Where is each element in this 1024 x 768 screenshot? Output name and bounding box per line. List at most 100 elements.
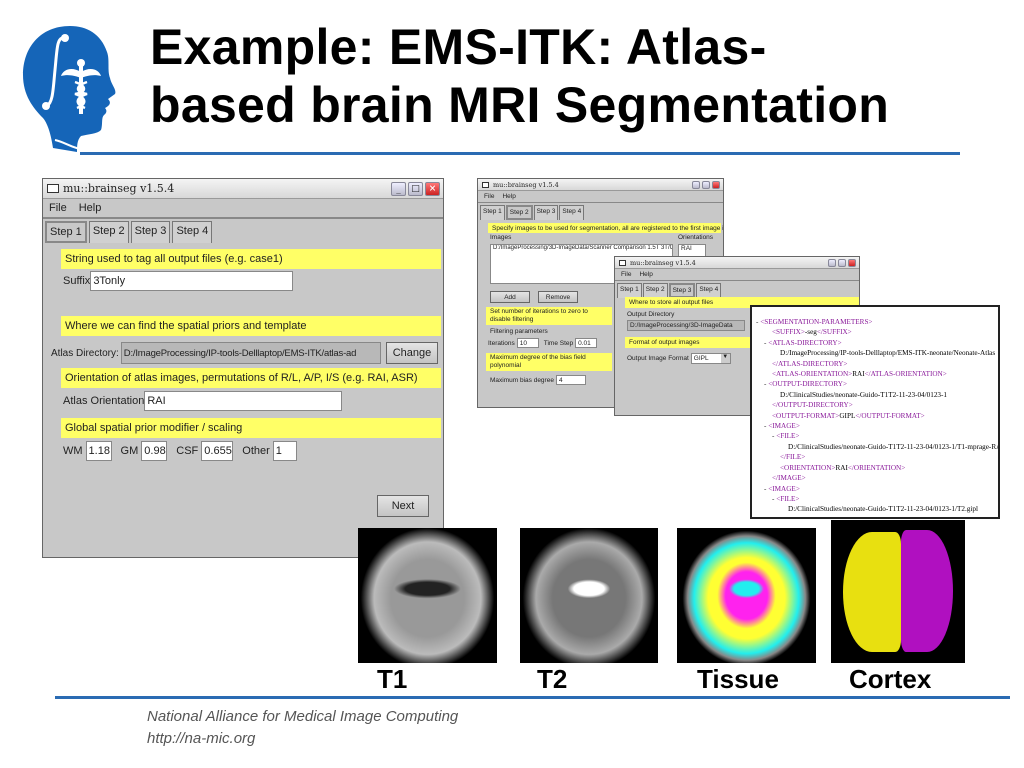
tab-step-1[interactable]: Step 1 xyxy=(480,205,505,220)
tab-step-2[interactable]: Step 2 xyxy=(88,221,129,243)
xml-tag: <IMAGE> xyxy=(768,484,800,493)
collapse-toggle[interactable]: - xyxy=(764,422,769,431)
maximize-button[interactable] xyxy=(838,258,846,267)
step-tabs: Step 1 Step 2 Step 3 Step 4 xyxy=(615,281,859,298)
xml-value: D:/ClinicalStudies/neonate-Guido-T1T2-11… xyxy=(780,390,948,399)
collapse-toggle[interactable]: - xyxy=(756,318,761,326)
collapse-toggle[interactable]: - xyxy=(764,484,769,493)
title-line-2: based brain MRI Segmentation xyxy=(150,77,890,133)
xml-tag: <FILE> xyxy=(776,494,800,503)
slicer-logo-icon xyxy=(15,20,125,155)
xml-tag: </OUTPUT-FORMAT> xyxy=(855,411,925,420)
xml-tag: </ATLAS-ORIENTATION> xyxy=(864,370,947,379)
next-button[interactable]: Next xyxy=(377,495,429,517)
footer-organization: National Alliance for Medical Image Comp… xyxy=(147,708,459,725)
tissue-segmentation-image xyxy=(677,528,816,663)
xml-tag: <ORIENTATION> xyxy=(780,463,836,472)
xml-tag: <ATLAS-DIRECTORY> xyxy=(768,338,842,347)
xml-tag: </FILE> xyxy=(780,516,805,517)
maximize-button[interactable]: □ xyxy=(408,181,423,196)
max-bias-degree-input[interactable]: 4 xyxy=(555,375,586,385)
orientations-label: Orientations xyxy=(678,234,714,241)
suffix-input[interactable]: 3Tonly xyxy=(90,271,294,291)
minimize-button[interactable] xyxy=(692,180,700,189)
time-step-input[interactable]: 0.01 xyxy=(575,338,598,348)
menu-bar: File Help xyxy=(615,269,859,281)
close-button[interactable]: × xyxy=(425,181,440,196)
tab-step-4[interactable]: Step 4 xyxy=(696,283,722,298)
menu-help[interactable]: Help xyxy=(639,271,653,278)
xml-line: </OUTPUT-DIRECTORY> xyxy=(756,400,994,410)
iterations-label: Iterations xyxy=(488,339,515,347)
collapse-toggle[interactable]: - xyxy=(764,380,769,389)
wm-input[interactable]: 1.18 xyxy=(85,441,112,461)
maximize-button[interactable] xyxy=(702,180,710,189)
other-input[interactable]: 1 xyxy=(272,441,297,461)
tab-step-3[interactable]: Step 3 xyxy=(130,221,171,243)
suffix-section-header: String used to tag all output files (e.g… xyxy=(61,249,441,269)
window-icon xyxy=(619,259,626,266)
close-button[interactable] xyxy=(712,180,720,189)
output-directory-input[interactable]: D:/ImageProcessing/3D-ImageData xyxy=(627,320,745,331)
tab-step-3[interactable]: Step 3 xyxy=(533,205,559,220)
title-bar[interactable]: mu::brainseg v1.5.4 _ □ × xyxy=(43,179,443,199)
tab-step-2[interactable]: Step 2 xyxy=(642,283,668,298)
atlas-directory-label: Atlas Directory: xyxy=(51,347,119,359)
collapse-toggle[interactable]: - xyxy=(764,338,769,347)
gm-input[interactable]: 0.98 xyxy=(141,441,168,461)
csf-input[interactable]: 0.655 xyxy=(201,441,234,461)
add-button[interactable]: Add xyxy=(490,291,530,303)
tissue-label: Tissue xyxy=(697,664,779,694)
menu-file[interactable]: File xyxy=(484,193,495,200)
xml-line: D:/ImageProcessing/IP-tools-Delllaptop/E… xyxy=(756,348,995,358)
images-section-header: Specify images to be used for segmentati… xyxy=(488,223,723,233)
tab-step-2[interactable]: Step 2 xyxy=(505,205,533,220)
xml-line: - <FILE> xyxy=(756,431,994,441)
tab-step-4[interactable]: Step 4 xyxy=(559,205,585,220)
atlas-section-header: Where we can find the spatial priors and… xyxy=(61,316,441,336)
remove-button[interactable]: Remove xyxy=(538,291,578,303)
step-tabs: Step 1 Step 2 Step 3 Step 4 xyxy=(43,219,443,243)
t1-label: T1 xyxy=(377,664,408,694)
change-button[interactable]: Change xyxy=(386,342,438,364)
menu-file[interactable]: File xyxy=(621,271,632,278)
xml-line: </IMAGE> xyxy=(756,473,994,483)
xml-tag: </ORIENTATION> xyxy=(847,463,906,472)
xml-tag: </IMAGE> xyxy=(772,474,806,483)
footer-url: http://na-mic.org xyxy=(147,730,256,747)
atlas-directory-input[interactable]: D:/ImageProcessing/IP-tools-Delllaptop/E… xyxy=(120,342,381,364)
xml-tag: </OUTPUT-DIRECTORY> xyxy=(772,401,853,410)
xml-tag: <OUTPUT-DIRECTORY> xyxy=(768,380,847,389)
xml-value: GIPL xyxy=(839,411,856,420)
xml-line: - <SEGMENTATION-PARAMETERS> xyxy=(756,317,994,327)
atlas-orientation-label: Atlas Orientation xyxy=(63,395,145,407)
menu-file[interactable]: File xyxy=(49,202,67,214)
tab-step-3[interactable]: Step 3 xyxy=(668,283,696,298)
tab-step-1[interactable]: Step 1 xyxy=(45,221,87,243)
xml-value: RAI xyxy=(835,463,848,472)
output-format-select[interactable]: GIPL▼ xyxy=(690,353,731,364)
xml-value: -seg xyxy=(804,328,817,337)
minimize-button[interactable]: _ xyxy=(391,181,406,196)
title-bar[interactable]: mu::brainseg v1.5.4 xyxy=(615,257,859,269)
t2-brain-image xyxy=(520,528,658,663)
tab-step-1[interactable]: Step 1 xyxy=(617,283,642,298)
menu-help[interactable]: Help xyxy=(502,193,516,200)
xml-line: </FILE> xyxy=(756,515,994,517)
xml-tag: </ATLAS-DIRECTORY> xyxy=(772,359,848,368)
chevron-down-icon: ▼ xyxy=(720,354,730,363)
close-button[interactable] xyxy=(848,258,856,267)
tab-step-4[interactable]: Step 4 xyxy=(172,221,213,243)
atlas-orientation-input[interactable]: RAI xyxy=(144,391,343,411)
xml-line: <ATLAS-ORIENTATION>RAI</ATLAS-ORIENTATIO… xyxy=(756,369,994,379)
minimize-button[interactable] xyxy=(828,258,836,267)
xml-tag: </SUFFIX> xyxy=(816,328,852,337)
collapse-toggle[interactable]: - xyxy=(772,494,777,503)
xml-tag: <FILE> xyxy=(776,432,800,441)
cortex-label: Cortex xyxy=(849,664,932,694)
title-bar[interactable]: mu::brainseg v1.5.4 xyxy=(478,179,723,191)
iterations-input[interactable]: 10 xyxy=(516,338,539,348)
collapse-toggle[interactable]: - xyxy=(772,432,777,441)
menu-help[interactable]: Help xyxy=(78,202,102,214)
xml-value: D:/ClinicalStudies/neonate-Guido-T1T2-11… xyxy=(788,442,998,451)
